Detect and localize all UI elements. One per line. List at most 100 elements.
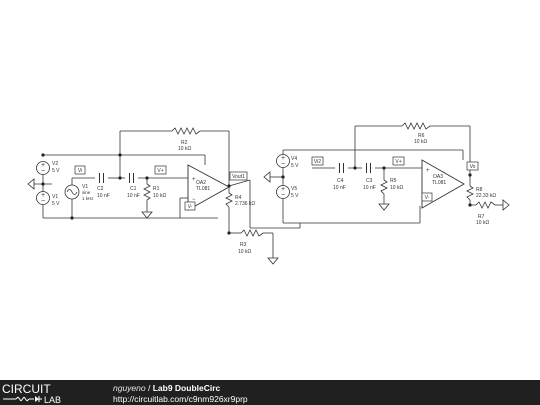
svg-text:V5: V5 — [291, 186, 297, 192]
svg-text:R6: R6 — [418, 133, 425, 139]
c1-capacitor[interactable]: C1 10 nF — [127, 173, 140, 199]
svg-text:Vout1: Vout1 — [232, 174, 245, 180]
svg-text:V+: V+ — [395, 159, 401, 165]
svg-text:10 kΩ: 10 kΩ — [390, 185, 403, 191]
c3-capacitor[interactable]: C3 10 nF — [363, 163, 376, 191]
circuit-url[interactable]: http://circuitlab.com/c9nm926xr9prp — [113, 394, 248, 404]
r7-resistor[interactable]: R7 10 kΩ — [475, 201, 496, 226]
svg-text:V+: V+ — [157, 168, 163, 174]
svg-text:+: + — [426, 168, 430, 174]
ground-symbol — [502, 199, 510, 211]
svg-text:V1: V1 — [52, 194, 58, 200]
svg-text:1 kHz: 1 kHz — [82, 196, 94, 201]
ground-symbol — [263, 171, 271, 183]
svg-text:TL081: TL081 — [196, 186, 210, 192]
svg-text:10 nF: 10 nF — [363, 185, 376, 191]
ground-symbol — [27, 178, 35, 190]
r1-resistor[interactable]: R1 10 kΩ — [143, 183, 166, 201]
svg-text:+: + — [281, 186, 285, 193]
svg-text:10 nF: 10 nF — [333, 185, 346, 191]
svg-text:C2: C2 — [97, 186, 104, 192]
svg-text:C4: C4 — [337, 178, 344, 184]
svg-text:TL081: TL081 — [432, 180, 446, 186]
svg-text:R4: R4 — [235, 195, 242, 201]
svg-text:Vo: Vo — [470, 164, 476, 170]
svg-text:10 nF: 10 nF — [97, 193, 110, 199]
svg-text:5 V: 5 V — [291, 193, 299, 199]
svg-text:+: + — [281, 155, 285, 162]
r6-resistor[interactable]: R6 10 kΩ — [401, 122, 431, 145]
v2-dc-source[interactable]: + − V2 5 V — [36, 161, 61, 175]
svg-text:R8: R8 — [476, 187, 483, 193]
svg-text:2.736 kΩ: 2.736 kΩ — [235, 201, 255, 207]
svg-text:OA2: OA2 — [196, 180, 206, 186]
r2-resistor[interactable]: R2 10 kΩ — [171, 127, 201, 152]
sine-source[interactable]: V1 sine 1 kHz — [64, 184, 94, 201]
svg-text:10 kΩ: 10 kΩ — [414, 139, 427, 145]
svg-text:10 kΩ: 10 kΩ — [178, 146, 191, 152]
oa2-op-amp[interactable]: + − OA2 TL081 — [187, 164, 230, 211]
svg-text:−: − — [41, 168, 45, 175]
svg-text:Vi: Vi — [78, 168, 82, 174]
node-label-vminus-1: V- — [184, 201, 196, 211]
svg-text:V-: V- — [425, 195, 430, 201]
svg-text:−: − — [281, 192, 285, 199]
svg-text:22.33 kΩ: 22.33 kΩ — [476, 193, 496, 199]
r8-resistor[interactable]: R8 22.33 kΩ — [466, 185, 496, 201]
svg-text:R5: R5 — [390, 178, 397, 184]
v5-dc-source[interactable]: + − V5 5 V — [276, 185, 300, 200]
circuit-title[interactable]: Lab9 DoubleCirc — [152, 383, 221, 393]
svg-text:R2: R2 — [181, 140, 188, 146]
svg-text:R1: R1 — [153, 186, 160, 192]
svg-text:5 V: 5 V — [291, 163, 299, 169]
node-label-vi2: Vi2 — [311, 156, 324, 166]
svg-text:5 V: 5 V — [52, 168, 60, 174]
svg-text:V-: V- — [188, 204, 193, 210]
r3-resistor[interactable]: R3 10 kΩ — [238, 229, 264, 255]
node-label-vplus-2: V+ — [392, 156, 405, 166]
svg-text:10 nF: 10 nF — [127, 193, 140, 199]
svg-text:V2: V2 — [52, 161, 58, 167]
svg-text:V4: V4 — [291, 156, 297, 162]
junction-dots — [41, 153, 472, 235]
svg-text:10 kΩ: 10 kΩ — [238, 249, 251, 255]
node-label-vi: Vi — [74, 165, 86, 175]
circuitlab-logo: CIRCUIT LAB — [2, 382, 61, 405]
oa3-op-amp[interactable]: + − OA3 TL081 — [421, 159, 465, 209]
c2-capacitor[interactable]: C2 10 nF — [97, 173, 110, 199]
node-label-vplus-1: V+ — [154, 165, 167, 175]
svg-text:−: − — [41, 198, 45, 205]
ground-symbol — [141, 211, 153, 219]
c4-capacitor[interactable]: C4 10 nF — [333, 163, 346, 191]
node-label-vminus-2: V- — [421, 192, 433, 202]
svg-text:OA3: OA3 — [433, 174, 443, 180]
svg-text:+: + — [41, 192, 45, 199]
node-label-vo: Vo — [466, 161, 479, 171]
node-label-vout1: Vout1 — [229, 171, 248, 181]
v1-dc-source[interactable]: + − V1 5 V — [36, 191, 61, 208]
ground-symbol — [267, 257, 279, 265]
svg-text:C1: C1 — [130, 186, 137, 192]
author-name[interactable]: nguyeno — [113, 383, 146, 393]
svg-text:+: + — [41, 162, 45, 169]
svg-text:Vi2: Vi2 — [314, 159, 321, 165]
svg-text:−: − — [192, 197, 196, 203]
svg-text:5 V: 5 V — [52, 201, 60, 207]
v4-dc-source[interactable]: + − V4 5 V — [276, 154, 300, 170]
svg-text:LAB: LAB — [44, 395, 61, 405]
svg-text:+: + — [192, 177, 196, 183]
svg-text:−: − — [281, 161, 285, 168]
svg-text:V1: V1 — [82, 184, 88, 190]
svg-text:10 kΩ: 10 kΩ — [476, 220, 489, 226]
footer-bar — [0, 380, 540, 405]
svg-text:10 kΩ: 10 kΩ — [153, 193, 166, 199]
r5-resistor[interactable]: R5 10 kΩ — [380, 178, 403, 195]
svg-text:C3: C3 — [366, 178, 373, 184]
svg-text:sine: sine — [82, 190, 91, 195]
svg-text:R7: R7 — [478, 214, 485, 220]
svg-text:R3: R3 — [240, 242, 247, 248]
separator: / — [145, 383, 153, 393]
r4-resistor[interactable]: R4 2.736 kΩ — [225, 192, 255, 208]
svg-text:CIRCUIT: CIRCUIT — [2, 382, 51, 396]
